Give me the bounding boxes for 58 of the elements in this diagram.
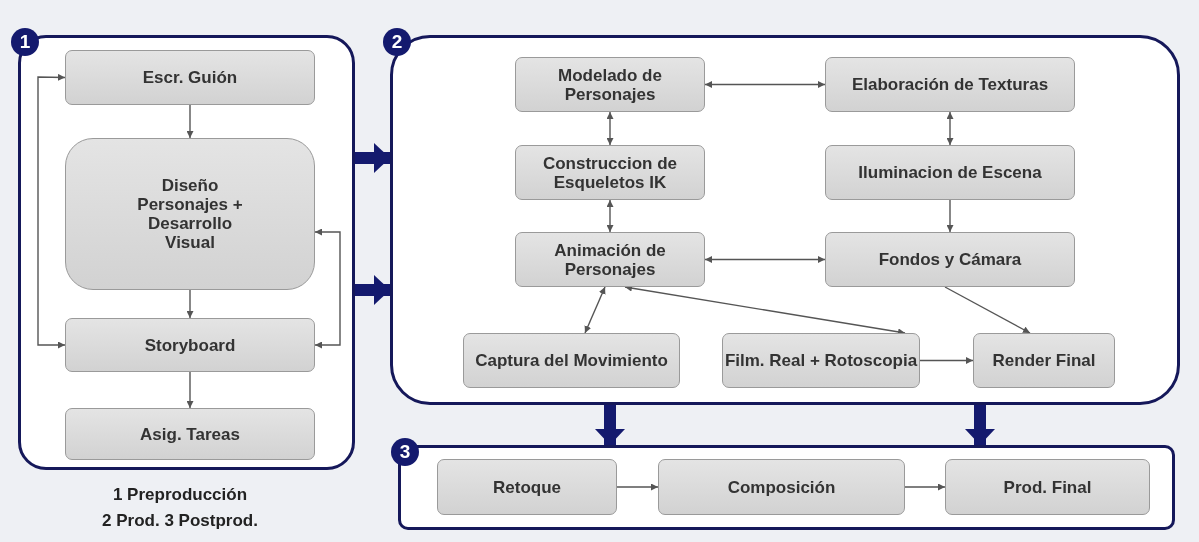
box-label: Captura del Movimiento — [475, 351, 668, 370]
process-box — [437, 459, 617, 515]
arrow — [946, 199, 954, 233]
block-arrow — [355, 275, 390, 305]
box-label: Asig. Tareas — [140, 424, 240, 444]
block-arrow — [355, 143, 390, 173]
process-box — [65, 50, 315, 105]
process-box — [65, 138, 315, 290]
double-headed-arrow — [704, 256, 826, 263]
process-box — [65, 408, 315, 460]
process-box — [515, 232, 705, 287]
process-box — [463, 333, 680, 388]
process-box — [973, 333, 1115, 388]
process-box — [658, 459, 905, 515]
arrow — [904, 483, 946, 491]
box-label: Escr. Guión — [142, 68, 238, 87]
process-box — [825, 232, 1075, 287]
box-label: Construccion de Esqueletos IK — [541, 153, 679, 192]
double-headed-arrow — [606, 111, 614, 146]
box-label: Storyboard — [144, 335, 236, 355]
box-label: Prod. Final — [1003, 477, 1092, 497]
box-label: Composición — [727, 477, 836, 497]
arrow — [616, 483, 659, 491]
box-label: Animación de Personajes — [553, 240, 667, 279]
caption-text: 2 Prod. 3 Postprod. — [101, 511, 259, 531]
box-label: Film. Real + Rotoscopia — [724, 351, 918, 370]
box-label: Fondos y Cámara — [878, 250, 1022, 269]
box-label: Modelado de Personajes — [557, 65, 663, 104]
process-box — [945, 459, 1150, 515]
process-box — [65, 318, 315, 372]
double-headed-arrow — [314, 228, 341, 349]
box-label: Retoque — [493, 477, 561, 497]
double-headed-arrow — [37, 73, 66, 349]
arrow — [186, 104, 194, 139]
double-headed-arrow — [946, 111, 954, 146]
arrow — [919, 357, 974, 364]
arrow — [944, 286, 1031, 334]
process-box — [515, 145, 705, 200]
stage-number-badge: 1 — [11, 28, 39, 56]
process-box — [722, 333, 920, 388]
process-box — [825, 57, 1075, 112]
block-arrow — [595, 405, 625, 445]
process-box — [825, 145, 1075, 200]
box-label: Diseño Personajes + Desarrollo Visual — [136, 176, 244, 252]
box-label: Iluminacion de Escena — [858, 163, 1042, 182]
block-arrow — [965, 405, 995, 445]
double-headed-arrow — [704, 81, 826, 88]
process-box — [515, 57, 705, 112]
stage-number-badge: 2 — [383, 28, 411, 56]
box-label: Elaboración de Texturas — [851, 75, 1049, 94]
arrow — [186, 289, 194, 319]
double-headed-arrow — [624, 284, 906, 336]
box-label: Render Final — [992, 351, 1096, 370]
stage-number-badge: 3 — [391, 438, 419, 466]
double-headed-arrow — [606, 199, 614, 233]
double-headed-arrow — [584, 286, 606, 334]
caption-text: 1 Preproducción — [111, 485, 249, 505]
arrow — [186, 371, 194, 409]
